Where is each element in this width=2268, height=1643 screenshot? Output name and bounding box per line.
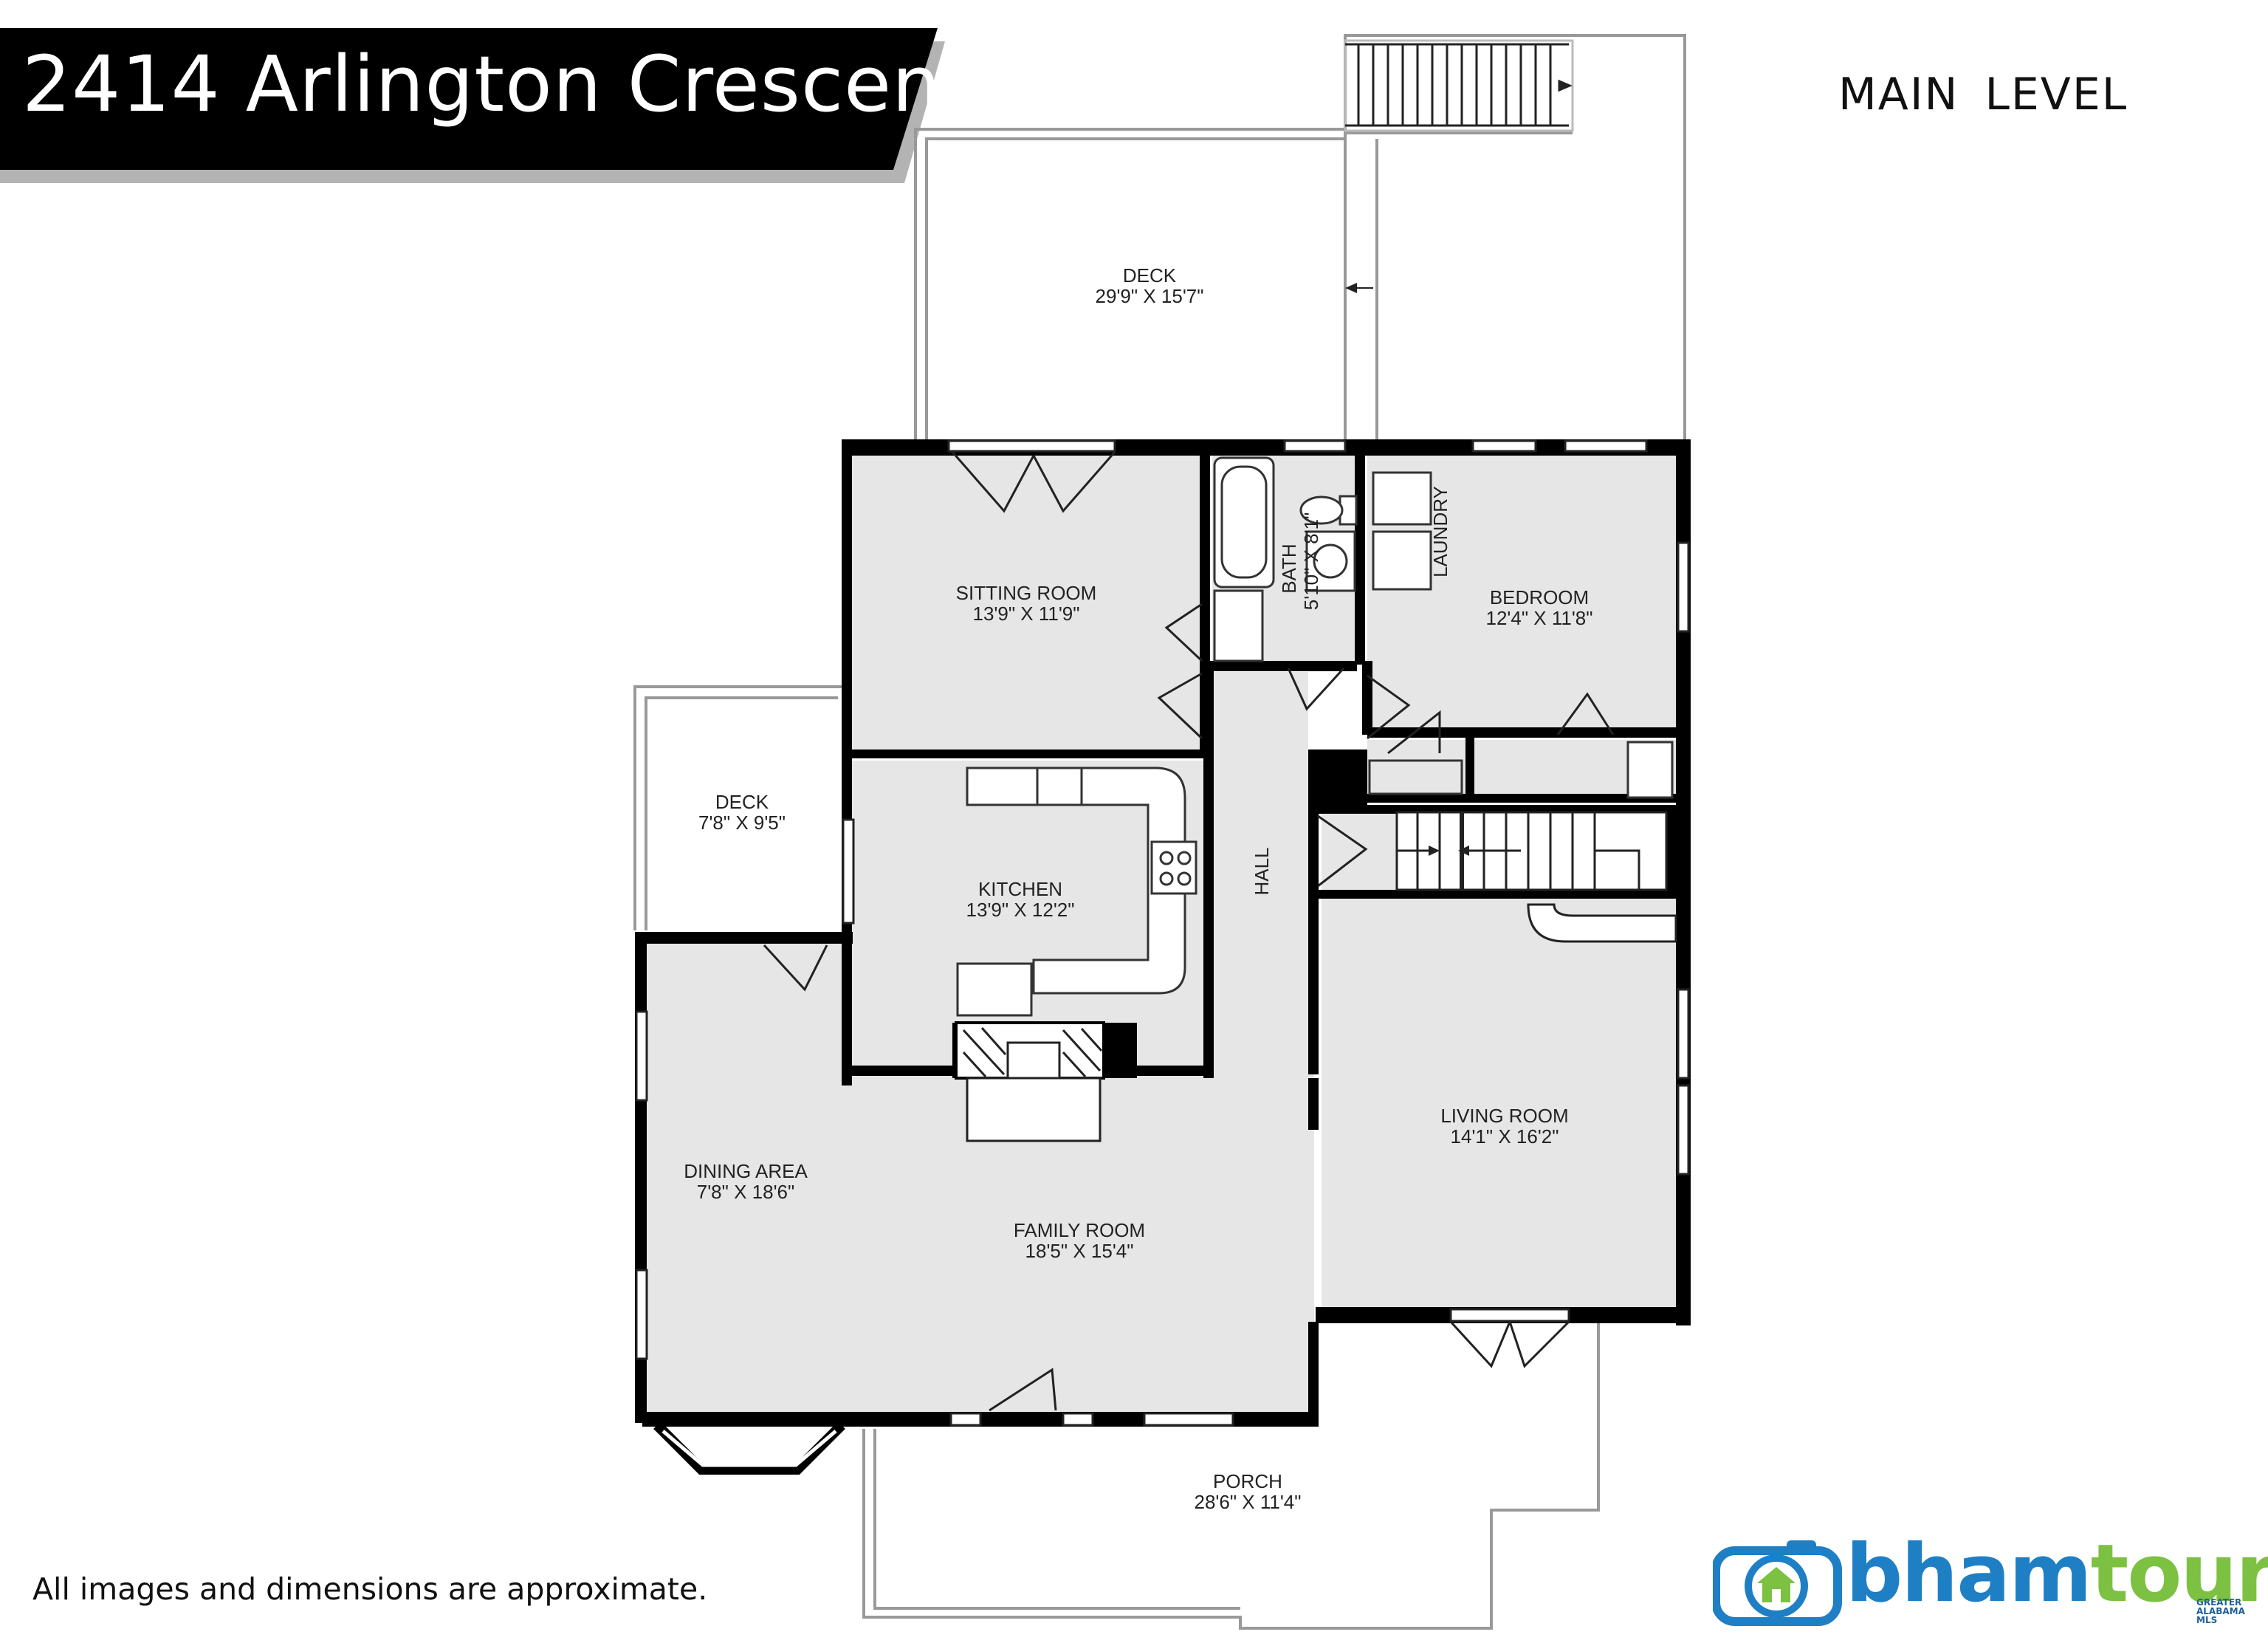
deck-top-dims: 29'9" X 15'7" <box>1096 285 1204 307</box>
stair-arrow-1 <box>1429 845 1440 856</box>
dining-area-dims: 7'8" X 18'6" <box>697 1181 794 1203</box>
top-stairs <box>1344 39 1574 132</box>
deck-side-rail <box>645 696 838 930</box>
living-room-name: LIVING ROOM <box>1440 1105 1568 1127</box>
windows <box>635 439 1690 1427</box>
camera-icon <box>1713 1540 1842 1626</box>
doors <box>763 451 1615 1412</box>
fixtures <box>1213 456 1674 799</box>
property-address: 2414 Arlington Crescent <box>22 39 972 129</box>
title-banner <box>0 28 945 183</box>
hall-name: HALL <box>1251 847 1273 895</box>
toilet-bowl <box>1299 495 1344 525</box>
porch-rail <box>873 1429 1240 1610</box>
washer <box>1372 471 1432 526</box>
deck-arrow <box>1345 283 1357 293</box>
kitchen-counters <box>956 766 1197 1017</box>
sitting-room-name: SITTING ROOM <box>956 582 1097 604</box>
bath-name: BATH <box>1278 543 1300 593</box>
porch-name: PORCH <box>1213 1470 1282 1492</box>
floor-level-label: MAIN LEVEL <box>1838 69 2128 120</box>
stairs <box>1395 811 1677 943</box>
deck-side-outline <box>633 685 842 930</box>
fireplace <box>955 1021 1105 1142</box>
bedroom-name: BEDROOM <box>1490 586 1589 608</box>
bhamtours-logo: bhamtours GREATER ALABAMA MLS <box>1713 1534 2268 1630</box>
family-room-name: FAMILY ROOM <box>1014 1219 1145 1241</box>
closet-shelf <box>1626 741 1674 799</box>
dining-family-area <box>646 941 1314 1414</box>
dryer <box>1372 530 1432 591</box>
mls-logo-icon: GREATER ALABAMA MLS <box>2196 1597 2245 1625</box>
bay-window-glass <box>662 1430 837 1467</box>
sitting-room-area <box>850 456 1203 753</box>
deck-top-rail <box>925 137 1345 447</box>
stair-arrow-2 <box>1458 845 1469 856</box>
bath-dims: 5'10" X 8'1" <box>1300 512 1322 610</box>
house-icon <box>1757 1567 1796 1602</box>
room-labels: DECK 29'9" X 15'7" SITTING ROOM 13'9" X … <box>684 264 1592 1513</box>
kitchen-dims: 13'9" X 12'2" <box>966 899 1075 921</box>
deck-side-dims: 7'8" X 9'5" <box>698 812 786 834</box>
closet-box <box>1213 589 1264 662</box>
living-room-dims: 14'1" X 16'2" <box>1451 1125 1559 1148</box>
sitting-room-dims: 13'9" X 11'9" <box>972 603 1079 625</box>
porch-outline <box>862 1318 1600 1630</box>
kitchen-name: KITCHEN <box>978 878 1062 900</box>
bedroom-dims: 12'4" X 11'8" <box>1485 607 1592 629</box>
family-room-dims: 18'5" X 15'4" <box>1025 1240 1134 1262</box>
deck-side-name: DECK <box>715 791 769 813</box>
laundry-name: LAUNDRY <box>1429 486 1451 577</box>
disclaimer-text: All images and dimensions are approximat… <box>32 1571 708 1607</box>
logo-wordmark: bhamtours <box>1846 1528 2268 1620</box>
dining-area-name: DINING AREA <box>684 1160 808 1182</box>
living-room-area <box>1322 897 1676 1311</box>
porch-dims: 28'6" X 11'4" <box>1194 1491 1301 1513</box>
deck-top-outline <box>914 34 1686 447</box>
closet-shelf2 <box>1368 759 1463 795</box>
deck-top-name: DECK <box>1123 264 1177 287</box>
